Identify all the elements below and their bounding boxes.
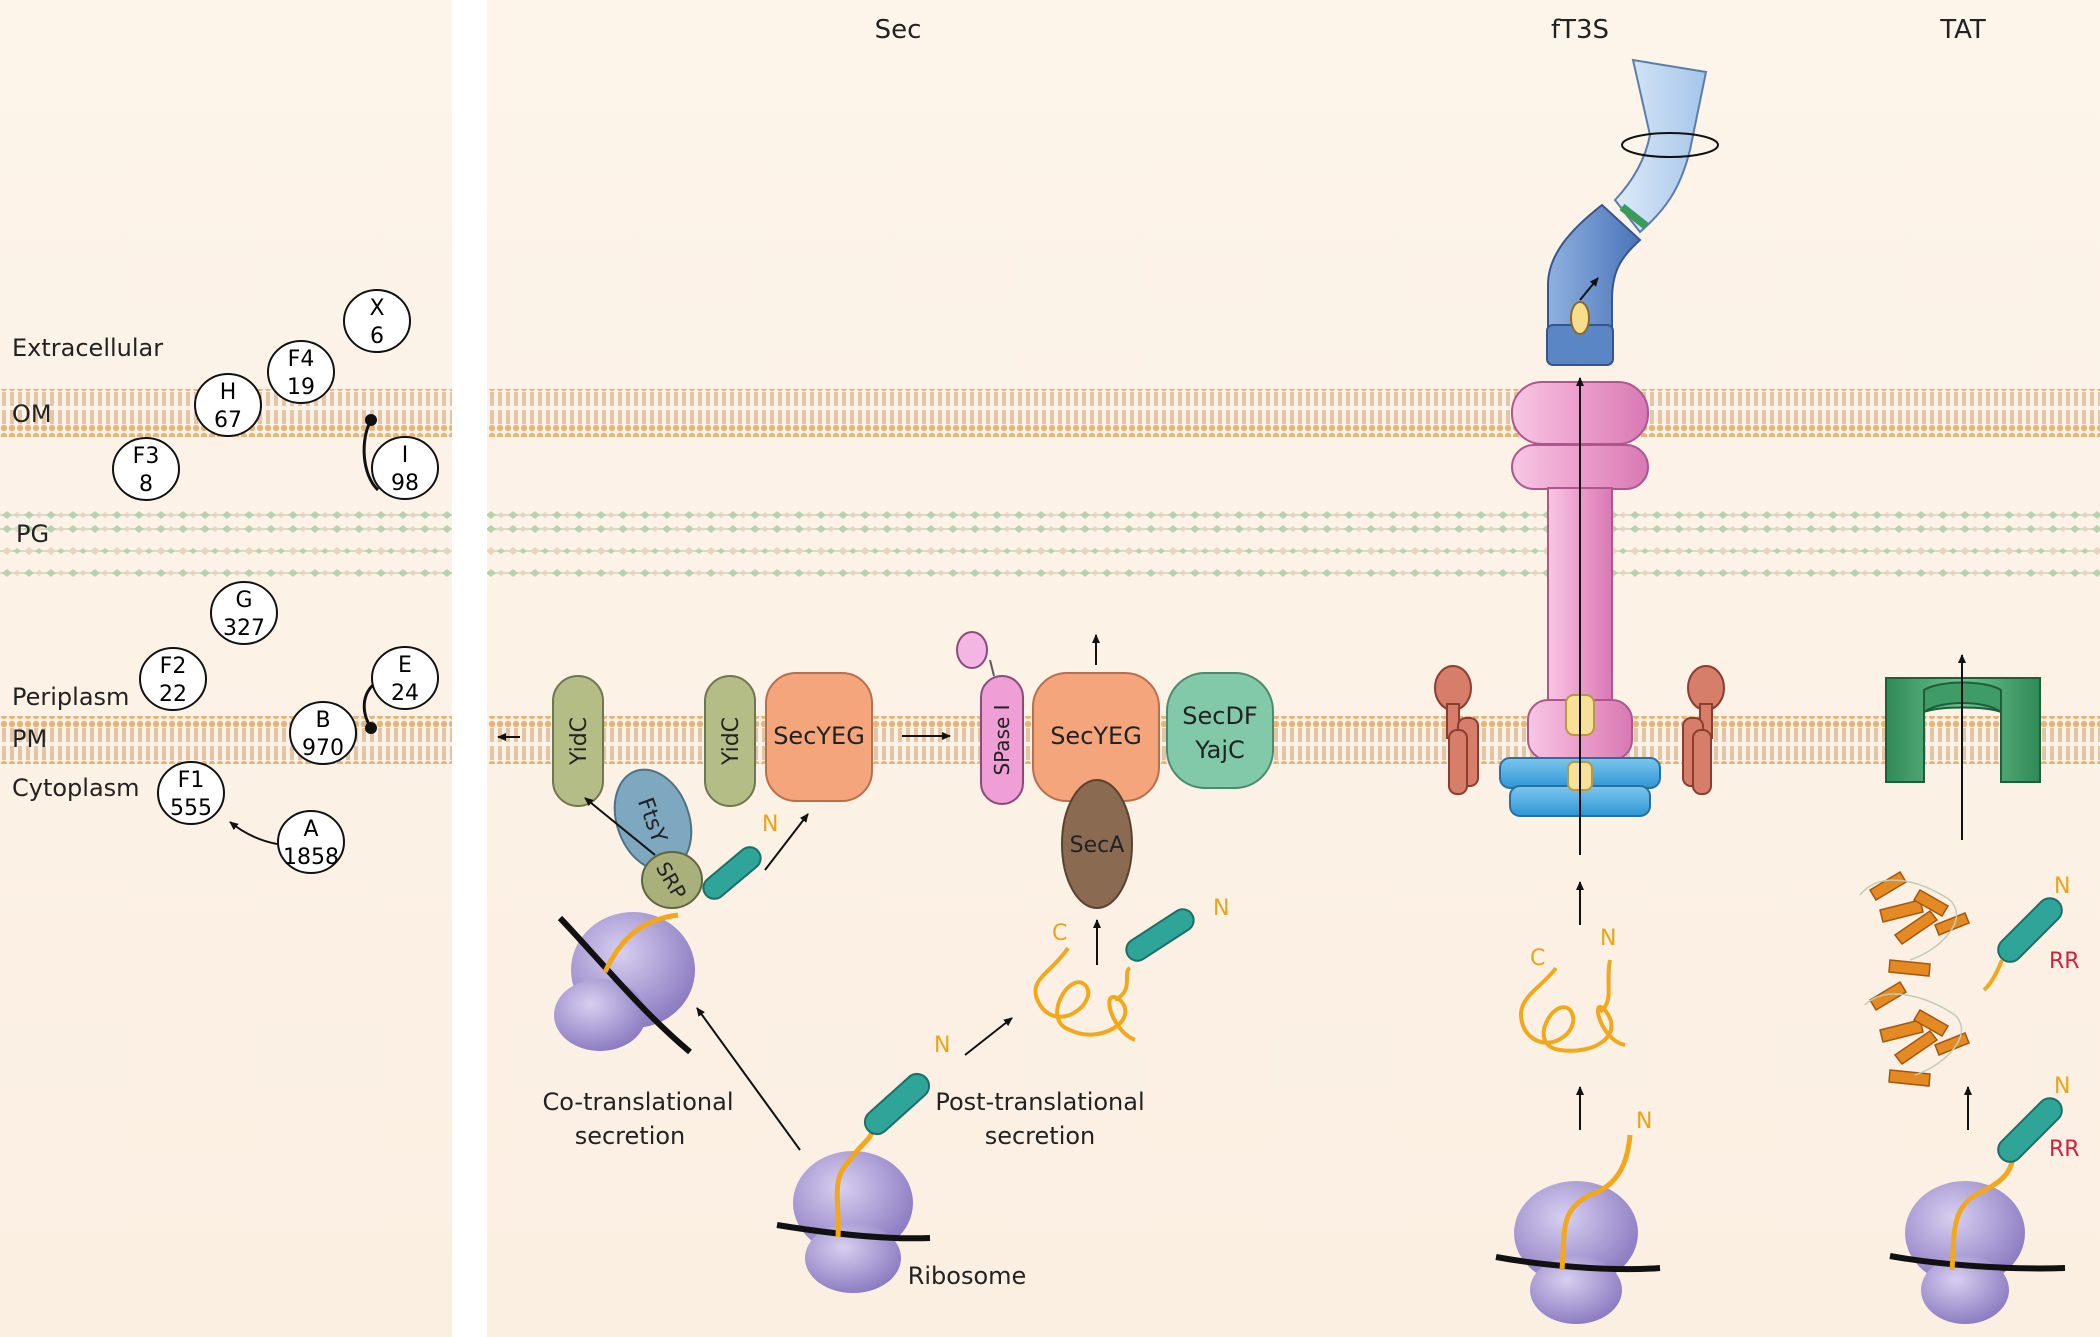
svg-text:N: N xyxy=(762,812,778,837)
arrow-to-cotranslational xyxy=(696,1007,801,1151)
plasma-membrane-left xyxy=(0,716,452,764)
svg-text:N: N xyxy=(1600,926,1616,951)
bubble-F1: F1 555 xyxy=(157,761,225,825)
svg-text:555: 555 xyxy=(170,796,212,821)
arrow-to-post xyxy=(964,1017,1013,1056)
label-cotranslational-2: secretion xyxy=(575,1122,686,1150)
signal-peptide-cotranslational: N xyxy=(702,812,778,900)
polypeptide-ft3s: C N xyxy=(1518,926,1626,1053)
peptidoglycan-right xyxy=(487,500,2100,582)
svg-text:F3: F3 xyxy=(133,444,160,469)
ribosome-ft3s: N xyxy=(1495,1109,1661,1324)
svg-text:F1: F1 xyxy=(178,768,205,793)
bubble-G: G 327 xyxy=(210,581,278,645)
arrow-to-secyeg xyxy=(764,813,809,871)
label-pm: PM xyxy=(12,725,47,753)
label-om: OM xyxy=(12,400,52,428)
secdf-yajc: SecDF YajC xyxy=(1166,672,1274,789)
svg-text:SecYEG: SecYEG xyxy=(773,722,865,750)
label-ribosome: Ribosome xyxy=(908,1262,1027,1290)
ft3s-flagellum xyxy=(1434,58,1725,855)
label-posttranslational-1: Post-translational xyxy=(935,1088,1144,1116)
outer-membrane-right xyxy=(487,389,2100,437)
svg-text:B: B xyxy=(315,708,330,733)
srp: SRP xyxy=(641,851,703,909)
svg-text:N: N xyxy=(1213,896,1229,921)
svg-text:F4: F4 xyxy=(288,347,315,372)
svg-text:SecYEG: SecYEG xyxy=(1050,722,1142,750)
svg-text:C: C xyxy=(1530,946,1545,971)
svg-text:H: H xyxy=(220,380,237,405)
label-posttranslational-2: secretion xyxy=(985,1122,1096,1150)
svg-text:N: N xyxy=(934,1033,950,1058)
bubble-B: B 970 xyxy=(289,701,357,765)
ribosome-sec-bottom: N xyxy=(776,1033,950,1293)
tat-translocon xyxy=(1885,654,2041,840)
yidc-1: YidC xyxy=(552,675,604,807)
panel-title-tat: TAT xyxy=(1939,15,1986,45)
bubble-X: X 6 xyxy=(343,289,411,353)
svg-text:6: 6 xyxy=(370,324,384,349)
svg-text:24: 24 xyxy=(391,681,419,706)
svg-text:SecA: SecA xyxy=(1070,833,1125,858)
bubble-A: A 1858 xyxy=(277,810,345,874)
bubble-H: H 67 xyxy=(194,373,262,437)
folded-protein-tat xyxy=(1859,870,1970,1087)
svg-text:YidC: YidC xyxy=(719,717,744,766)
svg-text:970: 970 xyxy=(302,736,344,761)
svg-text:8: 8 xyxy=(139,472,153,497)
spase-i: SPase I xyxy=(956,631,1024,805)
arrow-srp-yidc xyxy=(584,797,656,856)
panel-title-ft3s: fT3S xyxy=(1551,15,1609,45)
svg-text:X: X xyxy=(369,296,384,321)
svg-text:E: E xyxy=(398,653,412,678)
svg-text:YajC: YajC xyxy=(1194,736,1245,764)
ribosome-cotranslational xyxy=(554,912,695,1055)
bubble-E: E 24 xyxy=(362,646,439,734)
svg-text:C: C xyxy=(1052,921,1067,946)
svg-text:YidC: YidC xyxy=(567,717,592,766)
seca: SecA xyxy=(1061,779,1133,909)
svg-text:I: I xyxy=(402,443,409,468)
svg-text:N: N xyxy=(2054,1074,2070,1099)
label-periplasm: Periplasm xyxy=(12,683,129,711)
svg-text:G: G xyxy=(235,588,252,613)
label-cotranslational-1: Co-translational xyxy=(543,1088,734,1116)
bubble-F3: F3 8 xyxy=(112,437,180,501)
svg-text:327: 327 xyxy=(223,616,265,641)
svg-text:A: A xyxy=(303,817,318,842)
right-panel-background xyxy=(487,0,2100,1337)
bubble-F2: F2 22 xyxy=(139,647,207,711)
polypeptide-post: C N xyxy=(1033,896,1229,1042)
svg-text:F2: F2 xyxy=(160,654,187,679)
peptidoglycan-left xyxy=(0,500,452,582)
bubble-F4: F4 19 xyxy=(267,340,335,404)
secyeg-1: SecYEG xyxy=(765,672,873,802)
svg-text:1858: 1858 xyxy=(283,845,339,870)
label-pg: PG xyxy=(16,520,49,548)
label-cytoplasm: Cytoplasm xyxy=(12,774,140,802)
signal-peptide-tat-upper: N RR xyxy=(1982,874,2080,992)
yidc-2: YidC xyxy=(704,675,756,807)
svg-text:N: N xyxy=(1636,1109,1652,1134)
svg-text:67: 67 xyxy=(214,408,242,433)
ribosome-tat: N RR xyxy=(1889,1074,2080,1324)
bubble-I: I 98 xyxy=(362,414,439,500)
svg-text:19: 19 xyxy=(287,375,315,400)
svg-text:22: 22 xyxy=(159,682,187,707)
arrow-a-to-f1 xyxy=(229,821,278,845)
svg-text:RR: RR xyxy=(2049,949,2080,974)
svg-text:SecDF: SecDF xyxy=(1182,702,1257,730)
svg-text:N: N xyxy=(2054,874,2070,899)
svg-text:SPase I: SPase I xyxy=(990,704,1014,775)
svg-text:RR: RR xyxy=(2049,1137,2080,1162)
svg-text:98: 98 xyxy=(391,471,419,496)
label-extracellular: Extracellular xyxy=(12,334,163,362)
panel-title-sec: Sec xyxy=(875,15,922,45)
